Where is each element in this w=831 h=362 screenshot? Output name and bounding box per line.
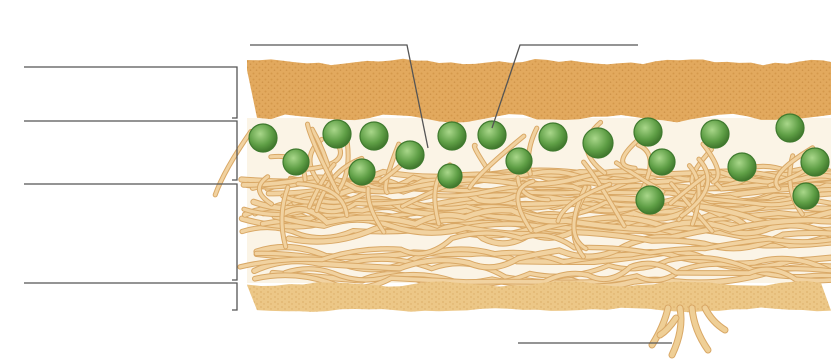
algal-cell: [478, 121, 506, 149]
algal-cell: [349, 159, 375, 185]
upper-cortex-layer: [247, 59, 831, 123]
algal-cell: [539, 123, 567, 151]
algal-cell: [793, 183, 819, 209]
algal-cell: [649, 149, 675, 175]
algal-cell: [776, 114, 804, 142]
algal-cell: [634, 118, 662, 146]
algal-cell: [636, 186, 664, 214]
bracket-upper-cortex: [232, 67, 237, 118]
algal-cell: [801, 148, 829, 176]
rhizines: [652, 308, 725, 355]
algal-cell: [438, 164, 462, 188]
algal-cell: [438, 122, 466, 150]
algal-cell: [396, 141, 424, 169]
algal-cell: [249, 124, 277, 152]
lower-cortex-layer: [247, 281, 831, 312]
algal-cell: [283, 149, 309, 175]
algal-cell: [583, 128, 613, 158]
algal-cell: [323, 120, 351, 148]
algal-cell: [506, 148, 532, 174]
bracket-lower-cortex: [232, 283, 237, 310]
algal-cell: [701, 120, 729, 148]
bracket-medulla: [232, 184, 237, 280]
algal-cell: [728, 153, 756, 181]
algal-cell: [360, 122, 388, 150]
